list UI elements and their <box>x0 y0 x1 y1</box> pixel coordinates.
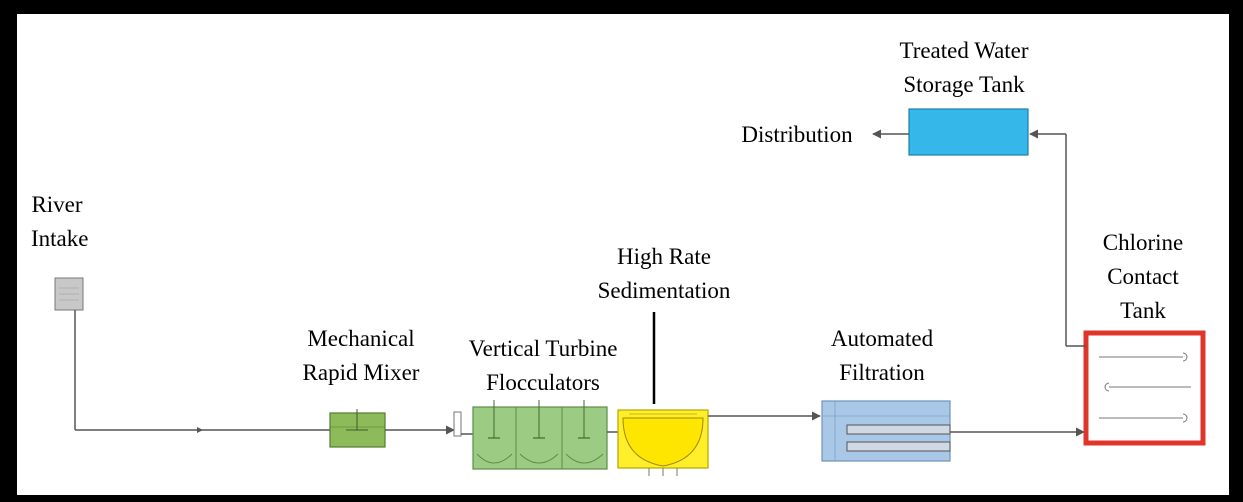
storage-tank-unit <box>908 108 1029 156</box>
label-filtration-line1: Automated <box>830 326 934 351</box>
process-flow-svg <box>54 108 1206 476</box>
label-storage-tank: Treated Water Storage Tank <box>874 34 1054 102</box>
label-chlorine-tank-line3: Tank <box>1120 298 1166 323</box>
label-storage-tank-line1: Treated Water <box>899 38 1029 63</box>
label-storage-tank-line2: Storage Tank <box>903 72 1025 97</box>
label-rapid-mixer-line2: Rapid Mixer <box>302 360 420 385</box>
label-chlorine-tank: Chlorine Contact Tank <box>1083 226 1203 328</box>
diagram-canvas: River Intake Mechanical Rapid Mixer Vert… <box>17 14 1229 495</box>
label-sedimentation: High Rate Sedimentation <box>579 240 749 308</box>
label-filtration: Automated Filtration <box>807 322 957 390</box>
chlorine-tank-unit <box>1083 330 1206 446</box>
label-chlorine-tank-line1: Chlorine <box>1102 230 1184 255</box>
pipe-chlorine-to-storage <box>1029 129 1086 347</box>
label-river-intake-line1: River <box>31 192 83 217</box>
label-river-intake: River Intake <box>31 188 89 256</box>
pipe-mixer-to-flocculators <box>385 411 473 437</box>
label-flocculators-line2: Flocculators <box>486 370 600 395</box>
label-flocculators-line1: Vertical Turbine <box>468 336 618 361</box>
label-sedimentation-line1: High Rate <box>617 244 711 269</box>
label-distribution: Distribution <box>741 122 853 147</box>
rapid-mixer-unit <box>329 409 386 448</box>
filtration-unit <box>821 400 951 462</box>
flocculators-unit <box>472 400 608 470</box>
label-rapid-mixer-line1: Mechanical <box>307 326 415 351</box>
label-flocculators: Vertical Turbine Flocculators <box>440 332 646 400</box>
label-river-intake-line2: Intake <box>31 226 89 251</box>
sedimentation-unit <box>617 409 709 476</box>
label-rapid-mixer: Mechanical Rapid Mixer <box>291 322 431 390</box>
river-intake-unit <box>54 277 84 311</box>
label-filtration-line2: Filtration <box>839 360 925 385</box>
pipe-intake-to-mixer <box>74 310 330 433</box>
label-sedimentation-line2: Sedimentation <box>597 278 731 303</box>
label-chlorine-tank-line2: Contact <box>1107 264 1179 289</box>
